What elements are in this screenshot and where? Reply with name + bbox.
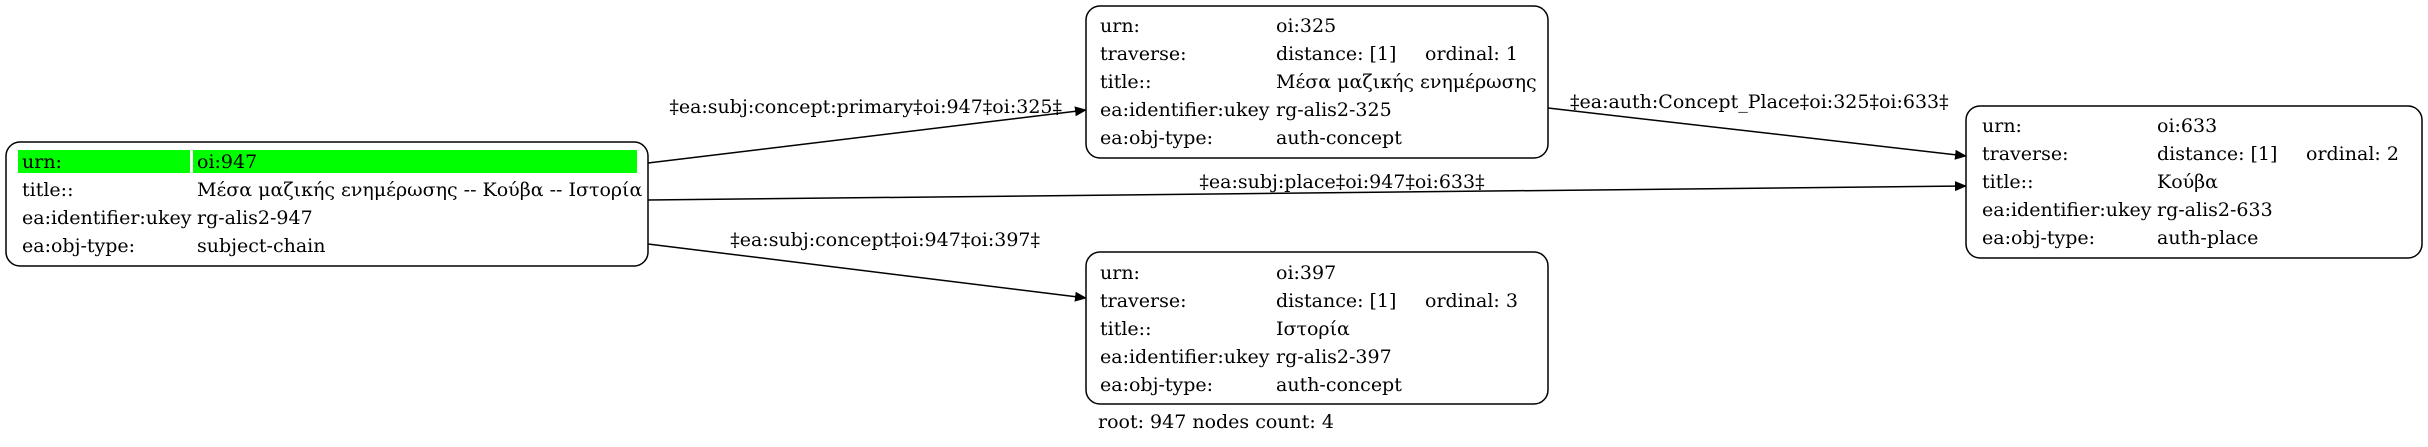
highlight-key-cell <box>18 150 190 173</box>
row-key: ea:obj-type: <box>1100 127 1213 149</box>
edge-947-325 <box>647 106 1087 164</box>
row-value: oi:947 <box>197 151 257 173</box>
node-box <box>1085 5 1549 159</box>
row-value: rg-alis2-325 <box>1276 99 1392 121</box>
row-key: ea:obj-type: <box>22 235 135 257</box>
row-value: subject-chain <box>197 235 326 257</box>
row-value: rg-alis2-947 <box>197 207 313 229</box>
row-value: distance: [1] <box>2157 143 2277 165</box>
row-value: Μέσα μαζικής ενημέρωσης <box>1276 71 1537 93</box>
node-oi-397[interactable]: urn: oi:397 traverse: distance: [1] ordi… <box>1085 251 1549 405</box>
row-value: Κούβα <box>2157 171 2218 193</box>
row-key: urn: <box>1100 15 1140 37</box>
row-value: auth-concept <box>1276 374 1402 396</box>
row-key: title:: <box>1100 318 1151 340</box>
graph-footer: root: 947 nodes count: 4 <box>1098 411 1334 433</box>
row-extra: ordinal: 1 <box>1425 43 1518 65</box>
row-key: title:: <box>1100 71 1151 93</box>
edge-947-633 <box>647 181 1967 201</box>
node-oi-633[interactable]: urn: oi:633 traverse: distance: [1] ordi… <box>1965 105 2423 259</box>
row-key: ea:identifier:ukey <box>1982 199 2152 221</box>
edge-label-325-633: ‡ea:auth:Concept_Place‡oi:325‡oi:633‡ <box>1570 91 1949 113</box>
edge-325-633 <box>1547 107 1967 160</box>
row-value: auth-concept <box>1276 127 1402 149</box>
row-key: traverse: <box>1100 43 1187 65</box>
row-key: traverse: <box>1982 143 2069 165</box>
row-value: auth-place <box>2157 227 2258 249</box>
row-value: rg-alis2-633 <box>2157 199 2273 221</box>
edge-label-947-325: ‡ea:subj:concept:primary‡oi:947‡oi:325‡ <box>669 96 1062 118</box>
row-key: traverse: <box>1100 290 1187 312</box>
row-key: urn: <box>1100 262 1140 284</box>
node-box <box>1085 251 1549 405</box>
row-key: urn: <box>22 151 62 173</box>
node-oi-947[interactable]: urn: oi:947 title:: Μέσα μαζικής ενημέρω… <box>5 141 649 267</box>
row-key: ea:obj-type: <box>1982 227 2095 249</box>
row-value: distance: [1] <box>1276 43 1396 65</box>
row-extra: ordinal: 3 <box>1425 290 1518 312</box>
row-value: Μέσα μαζικής ενημέρωσης -- Κούβα -- Ιστο… <box>197 179 643 201</box>
row-key: title:: <box>1982 171 2033 193</box>
row-value: distance: [1] <box>1276 290 1396 312</box>
edges-layer: ‡ea:subj:concept:primary‡oi:947‡oi:325‡ … <box>647 91 1967 302</box>
row-key: ea:identifier:ukey <box>22 207 192 229</box>
row-value: oi:397 <box>1276 262 1336 284</box>
edge-947-397 <box>647 243 1087 302</box>
row-value: rg-alis2-397 <box>1276 346 1392 368</box>
row-key: ea:identifier:ukey <box>1100 346 1270 368</box>
row-value: oi:325 <box>1276 15 1336 37</box>
row-value: oi:633 <box>2157 115 2217 137</box>
row-key: ea:identifier:ukey <box>1100 99 1270 121</box>
row-key: ea:obj-type: <box>1100 374 1213 396</box>
edge-label-947-397: ‡ea:subj:concept‡oi:947‡oi:397‡ <box>730 229 1040 251</box>
node-box <box>1965 105 2423 259</box>
row-key: urn: <box>1982 115 2022 137</box>
node-oi-325[interactable]: urn: oi:325 traverse: distance: [1] ordi… <box>1085 5 1549 159</box>
highlight-value-cell <box>193 150 637 173</box>
row-key: title:: <box>22 179 73 201</box>
edge-label-947-633: ‡ea:subj:place‡oi:947‡oi:633‡ <box>1199 171 1484 193</box>
row-value: Ιστορία <box>1276 318 1350 340</box>
row-extra: ordinal: 2 <box>2306 143 2399 165</box>
